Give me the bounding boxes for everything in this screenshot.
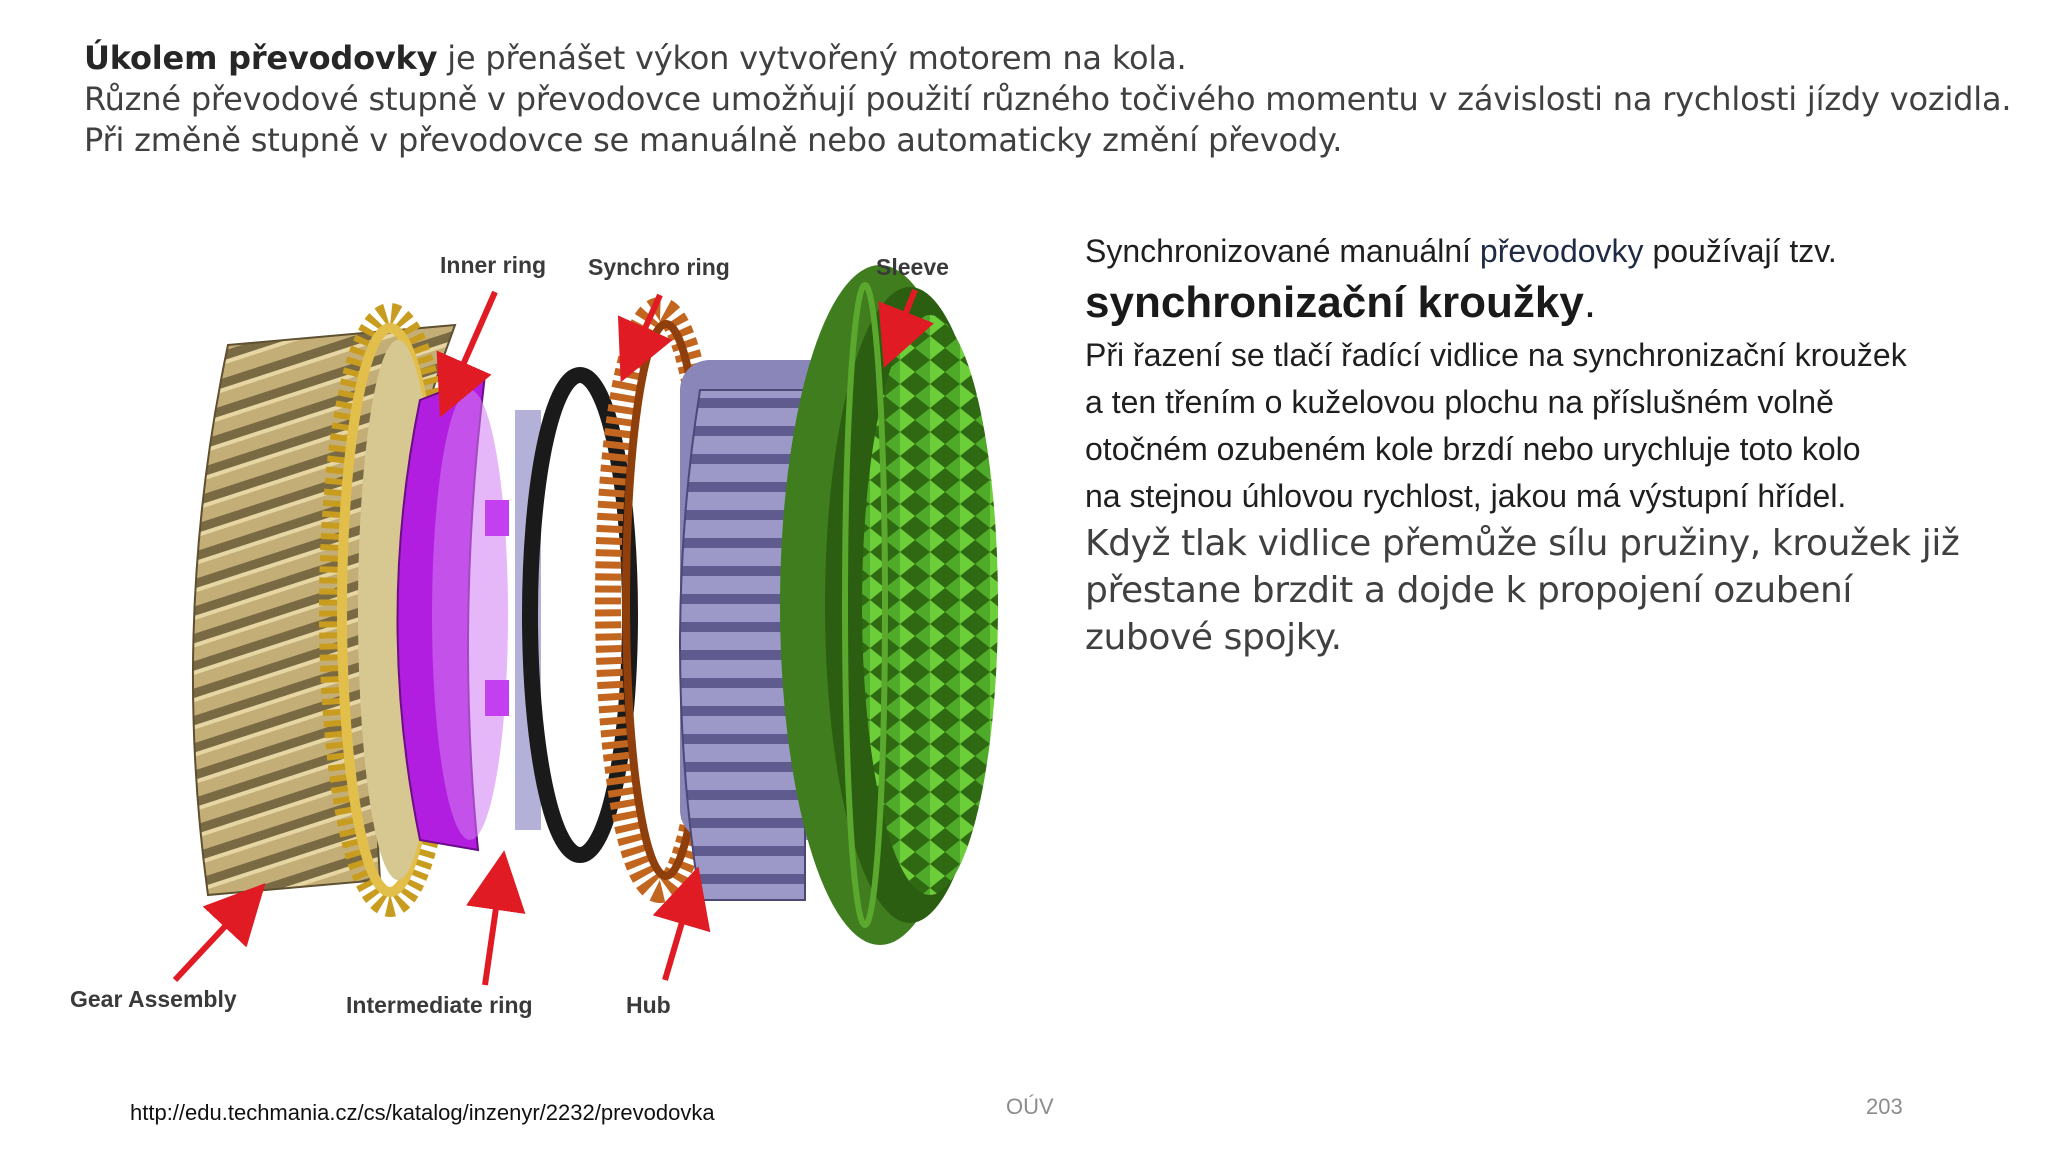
inner-ring-part: [396, 373, 509, 852]
description-term-period: .: [1583, 278, 1597, 327]
description-para-line-1: Při řazení se tlačí řadící vidlice na sy…: [1085, 337, 1907, 373]
label-sleeve: Sleeve: [876, 254, 949, 280]
intermediate-ring-arrow: [466, 850, 526, 986]
description-para2-line-1: Když tlak vidlice přemůže sílu pružiny, …: [1085, 523, 1960, 564]
description-term: synchronizační kroužky: [1085, 278, 1584, 327]
sleeve-part: [780, 265, 998, 945]
intro-bold-term: Úkolem převodovky: [84, 39, 438, 77]
description-block: Synchronizované manuální převodovky použ…: [1085, 228, 2015, 661]
page-number: 203: [1866, 1094, 1903, 1119]
description-intro: Synchronizované manuální převodovky použ…: [1085, 228, 2015, 274]
inner-ring-arrow: [436, 290, 498, 418]
label-hub: Hub: [626, 992, 671, 1018]
description-para-line-2: a ten třením o kuželovou plochu na přísl…: [1085, 384, 1834, 420]
intro-line-2: Různé převodové stupně v převodovce umož…: [84, 80, 2012, 118]
description-para-line-4: na stejnou úhlovou rychlost, jakou má vý…: [1085, 478, 1847, 514]
label-synchro-ring: Synchro ring: [588, 254, 730, 280]
sleeve-arrow: [878, 288, 934, 368]
synchro-ring-arrow: [617, 293, 673, 383]
description-intro-a: Synchronizované manuální: [1085, 233, 1480, 269]
label-intermediate-ring: Intermediate ring: [346, 992, 533, 1018]
intro-text: Úkolem převodovky je přenášet výkon vytv…: [84, 38, 2024, 161]
intro-line-3: Při změně stupně v převodovce se manuáln…: [84, 121, 1343, 159]
synchronizer-exploded-figure: Inner ring Synchro ring Sleeve Gear Asse…: [60, 240, 1020, 1030]
intro-line-1: Úkolem převodovky je přenášet výkon vytv…: [84, 38, 2024, 79]
label-gear-assembly: Gear Assembly: [70, 986, 237, 1012]
description-para2-line-3: zubové spojky.: [1085, 617, 1342, 658]
gear-assembly-arrow: [172, 883, 266, 983]
callout-arrows: [172, 288, 934, 986]
description-para-line-3: otočném ozubeném kole brzdí nebo urychlu…: [1085, 431, 1861, 467]
label-inner-ring: Inner ring: [440, 252, 547, 278]
description-para2-line-2: přestane brzdit a dojde k propojení ozub…: [1085, 570, 1852, 611]
synchronizer-illustration: [172, 265, 998, 986]
hub-arrow: [652, 866, 711, 981]
description-term-line: synchronizační kroužky.: [1085, 274, 2015, 332]
intro-line-1-rest: je přenášet výkon vytvořený motorem na k…: [437, 39, 1187, 77]
description-intro-b: používají tzv.: [1643, 233, 1837, 269]
description-keyword: převodovky: [1479, 233, 1644, 269]
footer-center-text: OÚV: [1006, 1094, 1054, 1119]
source-link[interactable]: http://edu.techmania.cz/cs/katalog/inzen…: [130, 1100, 715, 1125]
